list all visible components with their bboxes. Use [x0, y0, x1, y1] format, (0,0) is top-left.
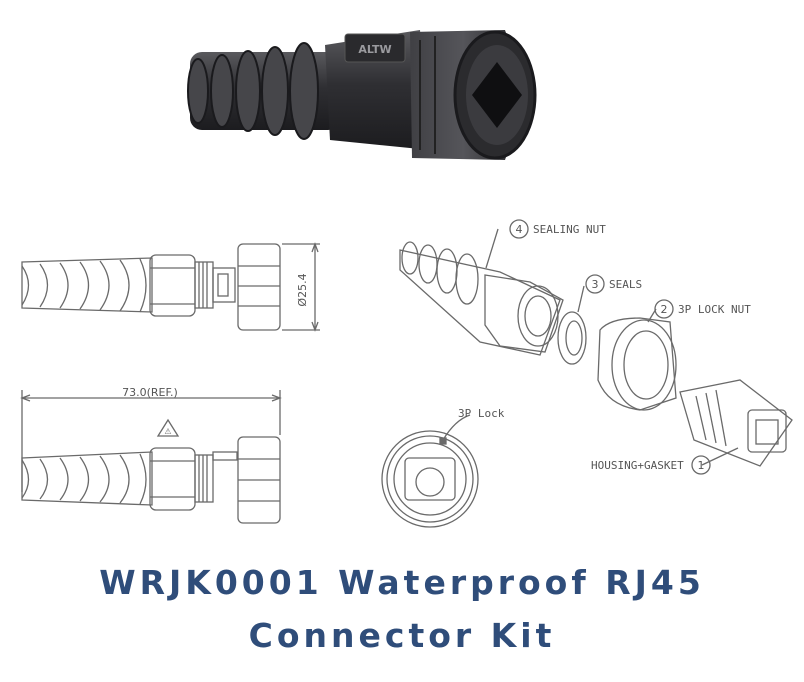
lock-view-label: 3P Lock: [458, 407, 505, 420]
strain-relief-boot: [187, 42, 340, 140]
callout-4-label: SEALING NUT: [533, 223, 606, 236]
callout-1-number: 1: [698, 459, 705, 472]
product-title-line-2: Connector Kit: [248, 616, 556, 655]
front-view-3p-lock: [381, 414, 479, 528]
length-dimension: 73.0(REF.): [122, 386, 178, 399]
callout-2-label: 3P LOCK NUT: [678, 303, 751, 316]
callout-3: 3 SEALS: [592, 278, 643, 291]
rj45-opening: [472, 62, 522, 128]
callout-1: HOUSING+GASKET 1: [591, 459, 705, 472]
side-view-top: [21, 242, 320, 332]
exploded-view: [399, 219, 793, 475]
callout-3-number: 3: [592, 278, 599, 291]
brand-plate: [344, 33, 406, 63]
callout-4: 4 SEALING NUT: [516, 223, 607, 236]
callout-4-number: 4: [516, 223, 523, 236]
callout-3-label: SEALS: [609, 278, 642, 291]
callout-2: 2 3P LOCK NUT: [661, 303, 752, 316]
side-view-bottom: [20, 390, 282, 524]
callout-2-number: 2: [661, 303, 668, 316]
connector-photo: ALTW: [187, 30, 537, 160]
warning-symbol: ⚠: [164, 427, 171, 436]
diameter-dimension: Ø25.4: [296, 273, 309, 306]
callout-1-label: HOUSING+GASKET: [591, 459, 684, 472]
product-title-line-1: WRJK0001 Waterproof RJ45: [99, 563, 705, 602]
brand-mark: ALTW: [358, 43, 391, 56]
